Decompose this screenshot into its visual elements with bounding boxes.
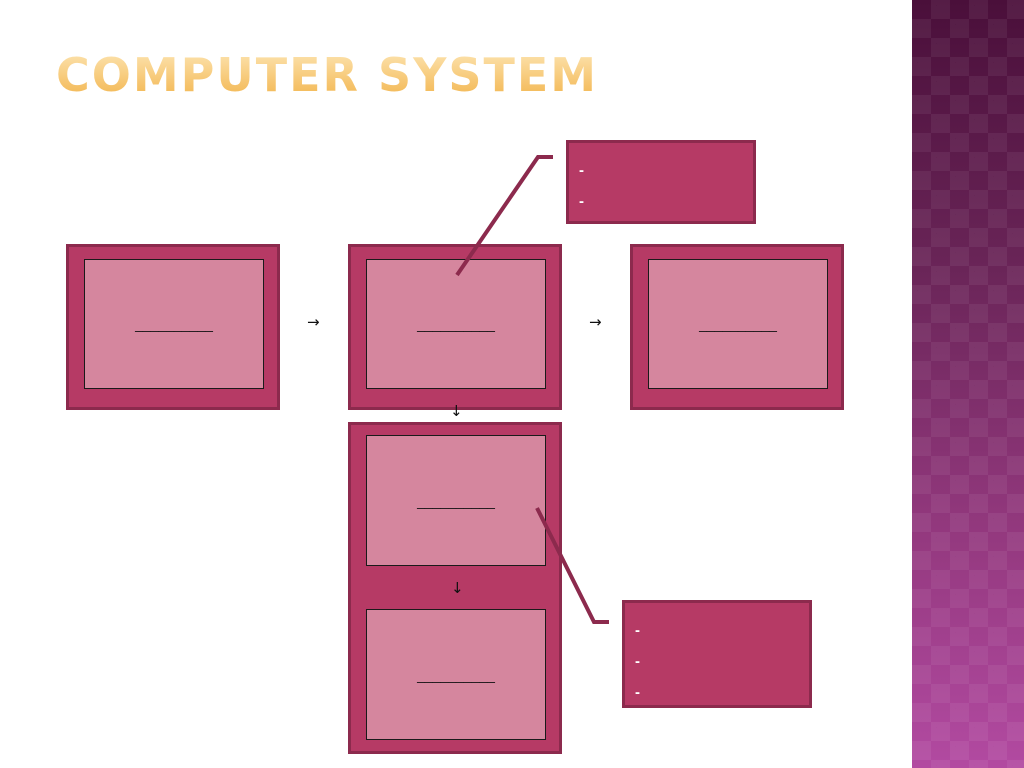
slide-title: Computer System	[56, 48, 599, 102]
bottom-callout-item-2: -	[635, 653, 640, 670]
input-box-outer: __________	[66, 244, 280, 410]
right-arrow-2: →	[589, 313, 602, 331]
right-arrow-1: →	[307, 313, 320, 331]
output-box-inner: __________	[648, 259, 828, 389]
bottom-callout: - - -	[622, 600, 812, 708]
bottom-callout-item-1: -	[635, 622, 640, 639]
down-arrow-2: ↓	[451, 579, 464, 597]
down-arrow-1: ↓	[450, 402, 463, 420]
storage-bottom-blank: __________	[417, 666, 495, 683]
bottom-callout-item-3: -	[635, 684, 640, 701]
storage-top-blank: __________	[417, 492, 495, 509]
input-box-blank: __________	[135, 316, 213, 332]
input-box-inner: __________	[84, 259, 264, 389]
top-callout: - -	[566, 140, 756, 224]
output-box-blank: __________	[699, 316, 777, 332]
process-box-outer: __________	[348, 244, 562, 410]
process-box-blank: __________	[417, 316, 495, 332]
decorative-side-band	[912, 0, 1024, 768]
storage-top-inner: __________	[366, 435, 546, 566]
top-callout-item-2: -	[579, 193, 584, 210]
top-callout-item-1: -	[579, 162, 584, 179]
output-box-outer: __________	[630, 244, 844, 410]
storage-bottom-inner: __________	[366, 609, 546, 740]
storage-box-outer: __________ ↓ __________	[348, 422, 562, 754]
process-box-inner: __________	[366, 259, 546, 389]
